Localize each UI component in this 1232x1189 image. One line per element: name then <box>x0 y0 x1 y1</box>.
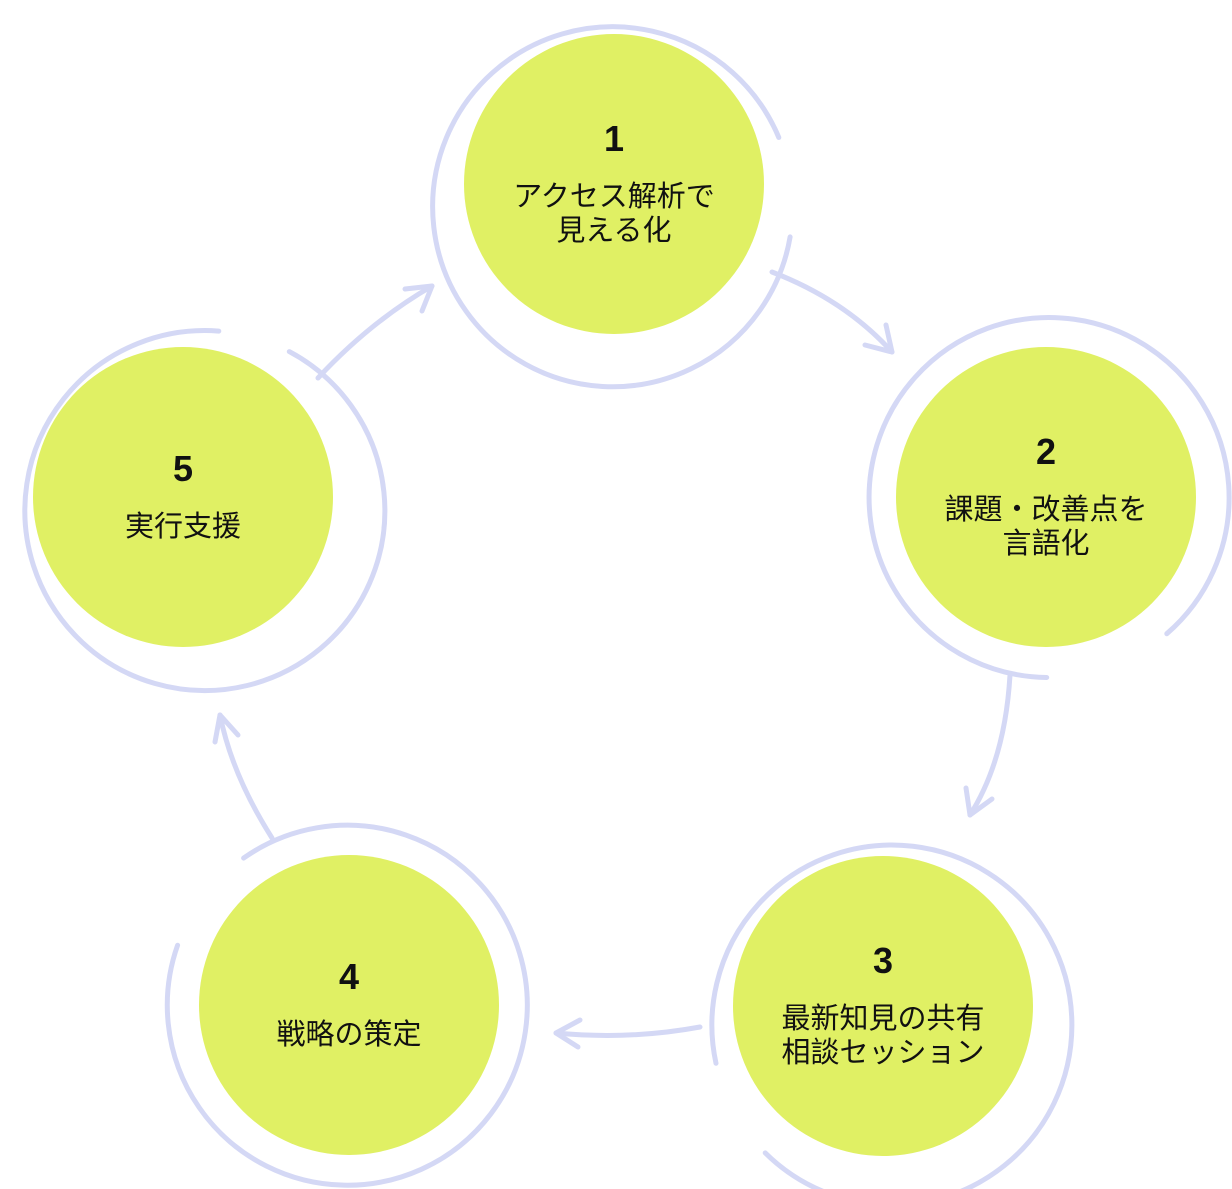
arrow-down-icon <box>963 672 1013 818</box>
arrow-right-down-icon <box>769 269 895 355</box>
step-number: 1 <box>603 118 625 159</box>
step-5: 5 実行支援 <box>33 347 333 647</box>
arrow-right-up-icon <box>315 283 435 381</box>
step-1-ring <box>430 24 793 390</box>
step-5-ring <box>22 328 388 694</box>
arrow-left-icon <box>553 1017 703 1050</box>
step-number: 4 <box>338 956 360 997</box>
step-label: 課題・改善点を 言語化 <box>944 492 1148 560</box>
step-number: 2 <box>1035 431 1057 472</box>
step-3: 3 最新知見の共有 相談セッション <box>733 856 1033 1156</box>
step-number: 3 <box>872 940 894 981</box>
step-label: 実行支援 <box>124 509 241 543</box>
step-label: 戦略の策定 <box>276 1017 422 1051</box>
step-label: アクセス解析で 見える化 <box>513 179 715 247</box>
step-number: 5 <box>172 448 194 489</box>
step-5-circle <box>33 347 333 647</box>
step-2-ring <box>866 315 1232 680</box>
step-3-ring <box>709 842 1075 1189</box>
step-1: 1 アクセス解析で 見える化 <box>464 34 764 334</box>
step-1-circle <box>464 34 764 334</box>
step-label: 最新知見の共有 相談セッション <box>781 1001 985 1069</box>
step-2-circle <box>896 347 1196 647</box>
step-2: 2 課題・改善点を 言語化 <box>896 347 1196 647</box>
step-4-ring <box>164 822 530 1188</box>
step-4-circle <box>199 855 499 1155</box>
step-4: 4 戦略の策定 <box>199 855 499 1155</box>
step-3-circle <box>733 856 1033 1156</box>
arrow-up-icon <box>212 712 275 841</box>
